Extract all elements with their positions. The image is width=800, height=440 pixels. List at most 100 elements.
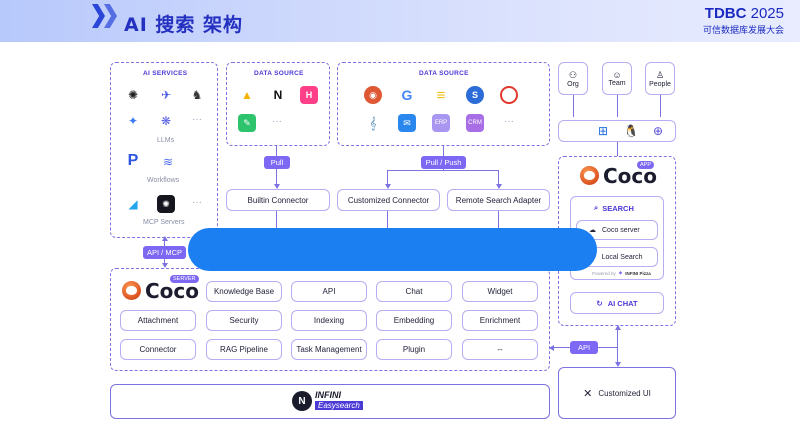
org-icon: ⚇: [568, 69, 578, 80]
data-source-title: DATA SOURCE: [254, 70, 304, 77]
tools-icon: ✕: [583, 387, 593, 400]
api-pill: API: [570, 341, 598, 354]
embedding-box: Embedding: [376, 310, 452, 331]
coco-server-option[interactable]: ☁Coco server: [576, 220, 658, 240]
header-banner: AI 搜索 架构 TDBC 2025 可信数据库发展大会: [0, 0, 800, 42]
chat-refresh-icon: ↻: [596, 298, 603, 308]
knowledge-base-box: Knowledge Base: [206, 281, 282, 302]
infini-logo-icon: N: [292, 391, 312, 411]
chevron-icon: [92, 4, 105, 28]
windows-icon: ⊞: [597, 124, 609, 138]
person-icon: ♙: [655, 69, 665, 80]
builtin-connector-box: Builtin Connector: [226, 189, 330, 211]
erp-icon: ERP: [432, 114, 450, 132]
widget-box: Widget: [462, 281, 538, 302]
web-globe-icon: ⊕: [652, 124, 664, 138]
more-icon: ···: [192, 114, 202, 125]
data-source-panel-left: [226, 62, 330, 146]
ollama-wing-icon: ✈: [160, 88, 172, 102]
dify-icon: P: [127, 152, 139, 169]
api-box: API: [291, 281, 367, 302]
arrow-down-icon: [495, 184, 502, 189]
security-box: Security: [206, 310, 282, 331]
deepseek-icon: ❋: [160, 114, 172, 128]
gemini-icon: ✦: [127, 114, 139, 128]
arrow-down-icon: [384, 184, 391, 189]
team-box: ☺ Team: [602, 62, 632, 95]
mail-icon: ✉: [398, 114, 416, 132]
people-box: ♙ People: [645, 62, 675, 95]
connector-line: [387, 170, 389, 186]
brand-subtitle: 可信数据库发展大会: [702, 25, 784, 35]
org-box: ⚇ Org: [558, 62, 588, 95]
pull-pill: Pull: [264, 156, 290, 169]
notion-icon: N: [273, 88, 283, 102]
platform-row: [558, 120, 676, 142]
customized-connector-box: Customized Connector: [337, 189, 440, 211]
arrow-down-icon: [614, 362, 621, 367]
more-box: --: [462, 339, 538, 360]
coco-logo-icon: [122, 281, 141, 300]
mcp-servers-caption: MCP Servers: [143, 219, 185, 226]
crm-icon: CRM: [466, 114, 484, 132]
elasticsearch-icon: ≡: [436, 86, 446, 104]
server-badge: SERVER: [170, 275, 199, 283]
duckduckgo-icon: ◉: [364, 86, 382, 104]
brand-logo: TDBC 2025: [704, 5, 784, 22]
mcp-openai-icon: ✺: [157, 195, 175, 213]
coco-logo-icon: [580, 166, 599, 185]
enrichment-box: Enrichment: [462, 310, 538, 331]
llms-caption: LLMs: [157, 137, 175, 144]
indexing-box: Indexing: [291, 310, 367, 331]
connector-line: [617, 95, 619, 117]
apple-icon: [567, 122, 585, 140]
team-icon: ☺: [612, 70, 622, 80]
page-title: AI 搜索 架构: [124, 14, 244, 36]
connector-line: [498, 170, 500, 186]
connector-box: Connector: [120, 339, 196, 360]
attachment-box: Attachment: [120, 310, 196, 331]
powered-by-line: Powered by ◆ INFINI Pizza: [592, 270, 651, 276]
customized-ui-panel: ✕ Customized UI: [558, 367, 676, 419]
google-icon: G: [401, 87, 413, 103]
workflow-icon: ≋: [162, 155, 174, 169]
arrow-down-icon: [161, 263, 168, 268]
rag-pipeline-box: RAG Pipeline: [206, 339, 282, 360]
connector-line: [387, 170, 499, 172]
arrow-up-icon: [614, 325, 621, 330]
task-management-box: Task Management: [291, 339, 367, 360]
app-badge: APP: [637, 161, 655, 169]
connector-line: [660, 95, 662, 117]
search-icon: ⌕: [594, 203, 599, 212]
data-source-panel-right: [337, 62, 550, 146]
connector-line: [617, 326, 619, 364]
blue-redaction-bar: [188, 228, 597, 271]
pull-push-pill: Pull / Push: [421, 156, 466, 169]
arrow-left-icon: [549, 344, 554, 351]
chat-box: Chat: [376, 281, 452, 302]
plugin-box: Plugin: [376, 339, 452, 360]
more-icon: ···: [272, 116, 282, 127]
easysearch-wordmark: Easysearch: [315, 401, 363, 410]
infini-search-icon: S: [466, 86, 484, 104]
coco-server-wordmark: Coco: [145, 279, 200, 303]
cloud-icon: ☁: [589, 227, 596, 234]
remote-search-adapter-box: Remote Search Adapter: [447, 189, 550, 211]
connector-line: [573, 95, 575, 117]
arrow-down-icon: [273, 184, 280, 189]
arrow-up-icon: [161, 236, 168, 241]
search-header: ⌕SEARCH: [594, 203, 634, 213]
feishu-doc-icon: ✎: [238, 114, 256, 132]
linux-icon: 🐧: [623, 124, 639, 138]
google-drive-icon: ▲: [241, 88, 253, 102]
oracle-icon: [500, 86, 518, 104]
cursor-icon: ◢: [128, 197, 138, 211]
ai-chat-button[interactable]: ↻AI CHAT: [570, 292, 664, 314]
chevron-icon: [104, 4, 117, 28]
data-source-title: DATA SOURCE: [419, 70, 469, 77]
more-icon: ···: [504, 116, 514, 127]
api-mcp-pill: API / MCP: [143, 246, 186, 259]
openai-icon: ✺: [127, 88, 139, 102]
more-icon: ···: [192, 197, 202, 208]
workflows-caption: Workflows: [147, 177, 180, 184]
